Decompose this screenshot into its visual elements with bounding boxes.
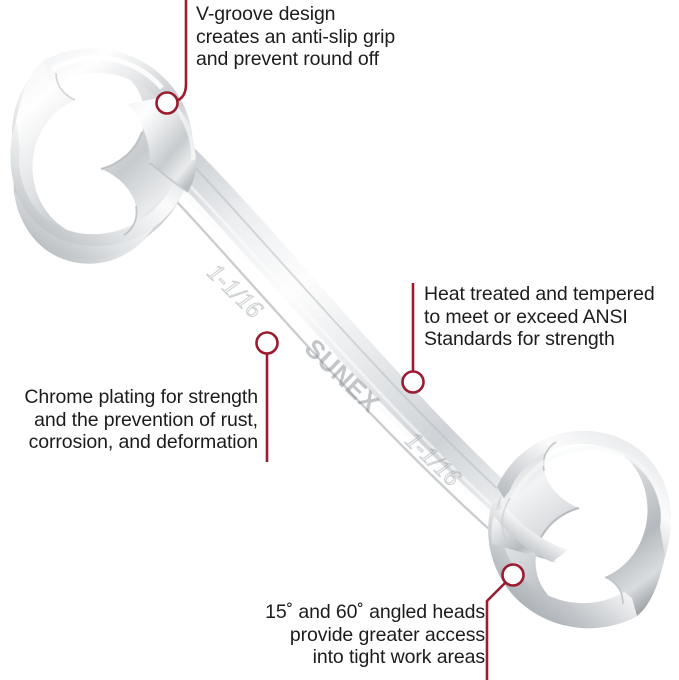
leader-angled-heads <box>485 563 525 680</box>
callout-label-chrome-plating: Chrome plating for strength and the prev… <box>24 386 258 453</box>
callout-label-v-groove: V-groove design creates an anti-slip gri… <box>196 3 396 70</box>
callout-leaders <box>155 0 525 680</box>
callout-label-heat-treated: Heat treated and tempered to meet or exc… <box>424 283 655 350</box>
wrench-head-upper <box>10 48 197 264</box>
leader-heat-treated <box>401 283 425 394</box>
wrench-head-lower <box>488 430 671 629</box>
leader-chrome-plating <box>255 331 279 462</box>
callout-label-angled-heads: 15˚ and 60˚ angled heads provide greater… <box>265 601 485 668</box>
leader-v-groove <box>155 0 188 115</box>
